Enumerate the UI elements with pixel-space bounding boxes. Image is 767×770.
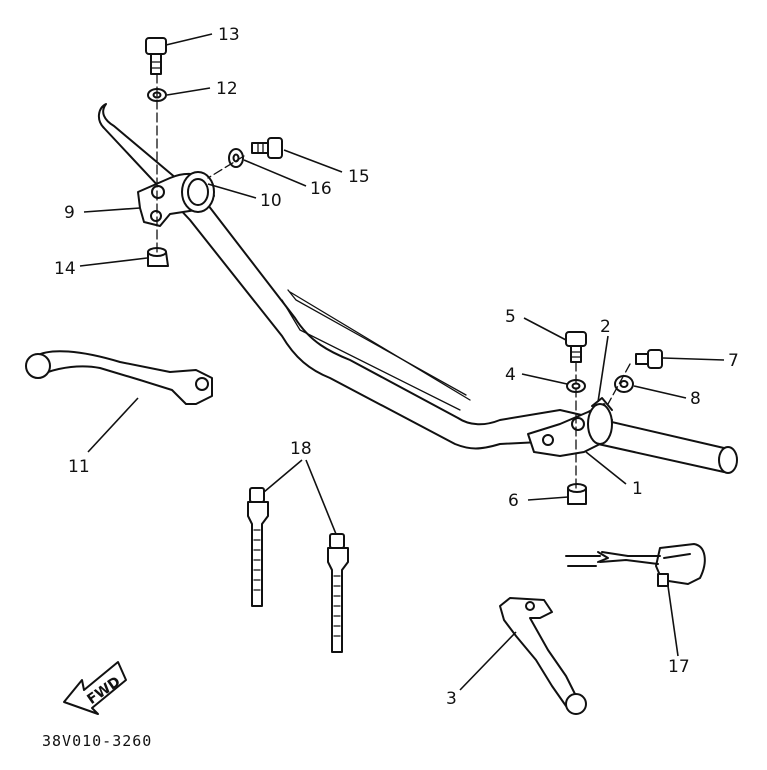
nut-8 — [614, 375, 634, 393]
lever-11 — [25, 350, 213, 405]
label-10: 10 — [260, 191, 282, 211]
label-5: 5 — [505, 307, 516, 327]
label-15: 15 — [348, 167, 370, 187]
label-17: 17 — [668, 657, 690, 677]
drawing-code: 38V010-3260 — [42, 732, 152, 750]
forward-arrow: FWD — [63, 661, 127, 715]
label-3: 3 — [446, 689, 457, 709]
handlebar — [98, 103, 738, 474]
label-12: 12 — [216, 79, 238, 99]
lever-holder-right — [527, 397, 613, 457]
label-18: 18 — [290, 439, 312, 459]
label-11: 11 — [68, 457, 90, 477]
nut-14 — [147, 247, 169, 267]
label-8: 8 — [690, 389, 701, 409]
switch-17 — [565, 543, 706, 587]
bolt-15 — [251, 137, 283, 159]
nut-6 — [567, 483, 587, 505]
leader-lines — [79, 33, 725, 691]
label-16: 16 — [310, 179, 332, 199]
bolt-5 — [565, 331, 587, 363]
label-7: 7 — [728, 351, 739, 371]
center-lines — [156, 73, 631, 491]
cable-band-right — [327, 533, 349, 653]
bolt-7 — [635, 349, 663, 369]
label-14: 14 — [54, 259, 76, 279]
label-1: 1 — [632, 479, 643, 499]
bolt-13 — [145, 37, 167, 75]
lever-3 — [499, 597, 587, 715]
part-labels: 13 12 9 10 16 15 14 11 5 2 4 7 8 1 6 18 … — [54, 25, 739, 709]
label-4: 4 — [505, 365, 516, 385]
label-9: 9 — [64, 203, 75, 223]
label-13: 13 — [218, 25, 240, 45]
label-6: 6 — [508, 491, 519, 511]
cable-band-left — [247, 487, 269, 607]
label-2: 2 — [600, 317, 611, 337]
